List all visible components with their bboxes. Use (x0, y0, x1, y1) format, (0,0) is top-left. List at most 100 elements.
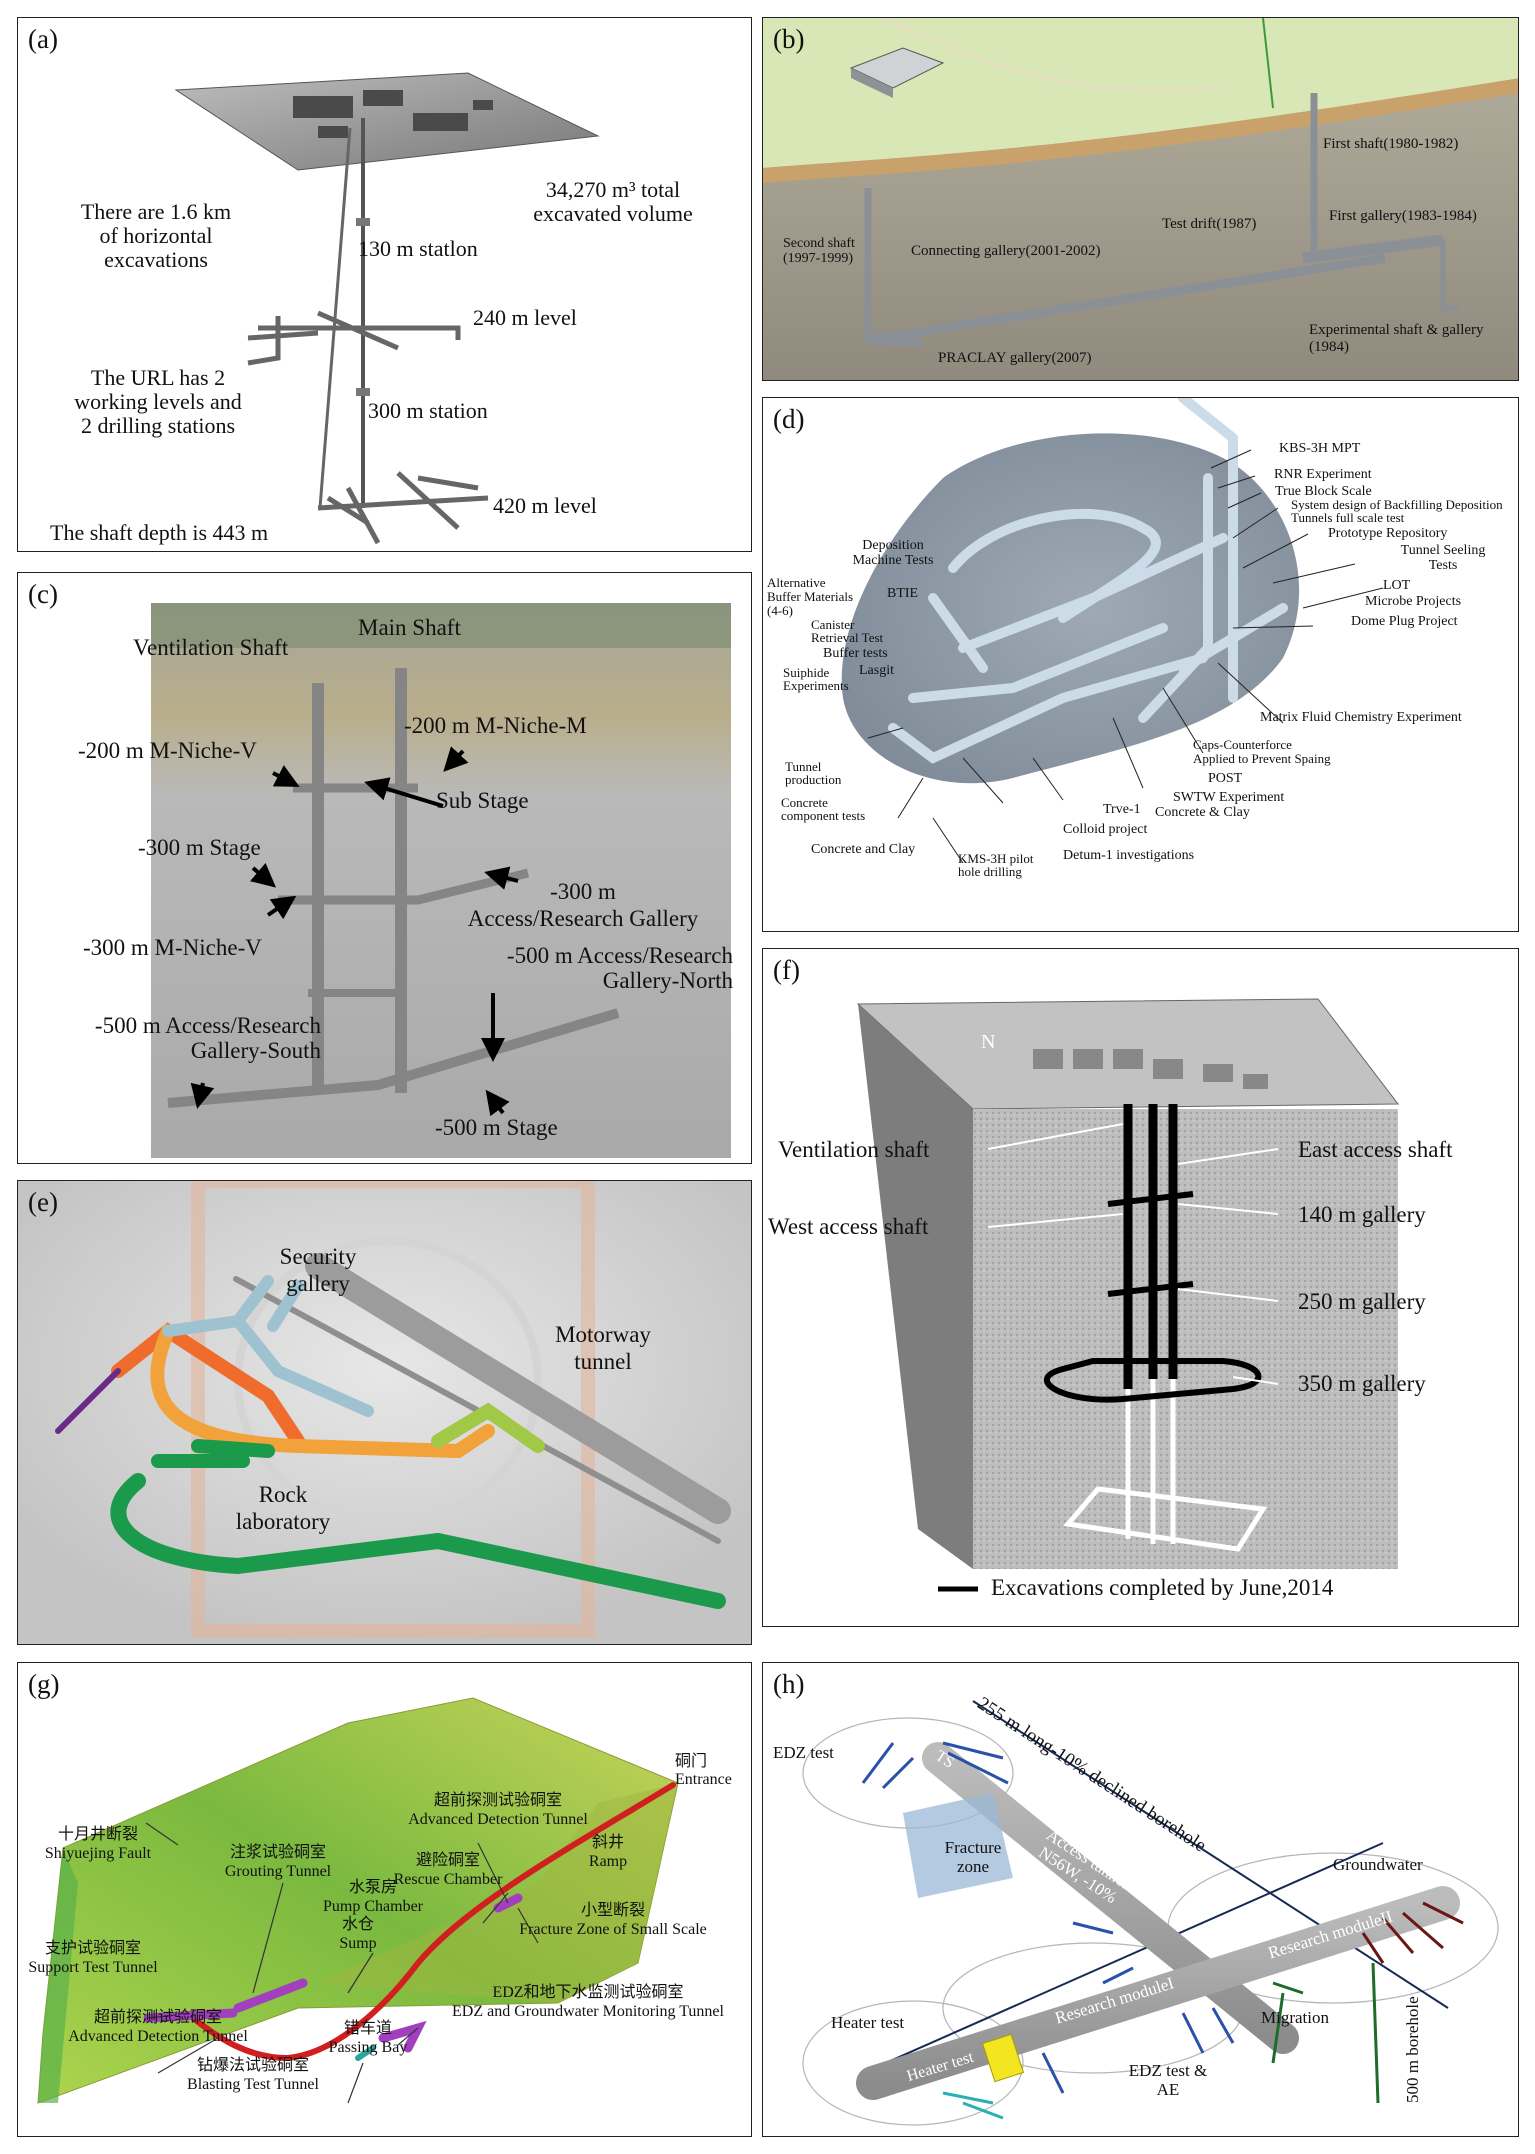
url-working-levels-label-3: 2 drilling stations (81, 413, 235, 438)
leader-lines (867, 449, 1384, 864)
panel-a: (a) There are 1.6 km of horizontal excav… (17, 17, 752, 552)
second-shaft-label-1: Second shaft (783, 236, 855, 251)
trve-1-label: Trve-1 (1103, 802, 1141, 817)
rnr-experiment-label: RNR Experiment (1274, 467, 1372, 482)
panel-label-a: (a) (28, 24, 58, 54)
sump-en: Sump (339, 1935, 377, 1952)
microbe-projects-label: Microbe Projects (1365, 594, 1462, 609)
passing-bay-en: Passing Bay (328, 2039, 408, 2056)
completed-excavations (1044, 1104, 1262, 1403)
rescue-chamber-cn: 避险硐室 (415, 1852, 480, 1869)
matrix-fluid-label: Matrix Fluid Chemistry Experiment (1260, 710, 1462, 725)
gallery-north-label-2: Gallery-North (602, 968, 733, 993)
fault-label-en: Shiyuejing Fault (44, 1845, 152, 1862)
panel-h-diagram (802, 1700, 1499, 2126)
post-label: POST (1208, 771, 1243, 786)
surface-buildings (293, 90, 493, 138)
support-test-en: Support Test Tunnel (28, 1959, 158, 1976)
experimental-shaft-label-1: Experimental shaft & gallery (1309, 322, 1484, 338)
tunnel-network (55, 1253, 731, 1609)
fracture-zone-label-2: zone (956, 1857, 990, 1876)
concrete-clay-left-label: Concrete and Clay (811, 842, 916, 857)
tunnel-seeling-label-1: Tunnel Seeling (1400, 543, 1486, 558)
panel-label-b: (b) (773, 24, 805, 54)
gallery-south-label-1: -500 m Access/Research (94, 1013, 321, 1038)
tunnel-seeling-label-2: Tests (1428, 558, 1458, 573)
panel-h: (h) 255 m long-10% declined borehole EDZ… (762, 1662, 1519, 2137)
north-arrow: N (981, 1031, 996, 1053)
test-drift-label: Test drift(1987) (1162, 216, 1257, 232)
panel-e-diagram (18, 1181, 751, 1644)
panel-g: (g) 硐门 Entrance 十月井断裂 Shiyuejing Fault 超… (17, 1662, 752, 2137)
praclay-gallery-label: PRACLAY gallery(2007) (938, 350, 1092, 366)
station-300-label: 300 m station (368, 398, 488, 423)
url-working-levels-label-2: working levels and (74, 389, 242, 414)
caps-counterforce-label-2: Applied to Prevent Spaing (1193, 751, 1331, 766)
connecting-gallery-label: Connecting gallery(2001-2002) (911, 243, 1101, 259)
tunnel-network (888, 398, 1288, 764)
colloid-project-label: Colloid project (1063, 822, 1148, 837)
heater-test-label: Heater test (831, 2013, 905, 2032)
panel-f: (f) N Ventilation shaft East access shaf… (762, 948, 1519, 1627)
fracture-zone-cn: 小型断裂 (580, 1902, 645, 1919)
sulphide-experiments-label-1: Suiphide (783, 665, 830, 680)
horizontal-excavations-label-2: of horizontal (99, 223, 213, 248)
gallery-south-label-2: Gallery-South (190, 1038, 321, 1063)
canister-retrieval-label-2: Retrieval Test (811, 630, 884, 645)
ventilation-shaft-label: Ventilation shaft (778, 1137, 930, 1162)
first-gallery-label: First gallery(1983-1984) (1329, 208, 1477, 224)
edz-test-ae-label-1: EDZ test & (1128, 2061, 1208, 2080)
leader-lines (987, 1123, 1279, 1385)
pump-chamber-en: Pump Chamber (323, 1898, 423, 1915)
panel-c-arrows (190, 746, 519, 1117)
system-design-label-1: System design of Backfilling Deposition (1291, 497, 1503, 512)
excavated-volume-label-1: 34,270 m³ total (545, 177, 681, 202)
passing-bay-cn: 错车道 (343, 2020, 392, 2037)
edz-groundwater-cn: EDZ和地下水监测试验硐室 (492, 1984, 684, 2001)
panel-label-e: (e) (28, 1187, 58, 1217)
sub-stage-label: Sub Stage (436, 788, 529, 813)
panel-a-diagram (174, 72, 600, 545)
rock-laboratory-label-1: Rock (258, 1482, 308, 1507)
tunnels (864, 93, 1458, 348)
panel-label-d: (d) (773, 404, 805, 434)
caps-counterforce-label-1: Caps-Counterforce (1193, 737, 1292, 752)
east-access-shaft-label: East access shaft (1298, 1137, 1453, 1162)
ramp-label-en: Ramp (588, 1853, 628, 1870)
canister-retrieval-label-1: Canister (811, 617, 855, 632)
detum-1-label: Detum-1 investigations (1063, 848, 1195, 863)
fracture-zone-plane (903, 1793, 1013, 1898)
edz-test-label: EDZ test (773, 1743, 834, 1762)
security-gallery-label-2: gallery (286, 1271, 350, 1296)
shaft-depth-label: The shaft depth is 443 m (50, 520, 269, 545)
excavated-volume-label-2: excavated volume (533, 201, 693, 226)
shafts-and-galleries (167, 668, 620, 1108)
entrance-label-cn: 硐门 (675, 1753, 708, 1770)
boreholes (861, 1741, 1464, 2120)
level-240-label: 240 m level (473, 305, 577, 330)
surface-plate (174, 72, 600, 171)
stage-300-label: -300 m Stage (138, 835, 261, 860)
panel-label-f: (f) (773, 955, 800, 985)
prototype-repository-label: Prototype Repository (1328, 526, 1448, 541)
support-test-cn: 支护试验硐室 (44, 1940, 141, 1957)
buffer-tests-label: Buffer tests (823, 646, 888, 661)
deposition-tests-label-2: Machine Tests (852, 553, 934, 568)
gallery-300-label-1: -300 m (550, 879, 616, 904)
blasting-test-en: Blasting Test Tunnel (187, 2076, 319, 2093)
panel-label-h: (h) (773, 1669, 805, 1699)
level-420-tunnels (317, 471, 489, 545)
rescue-chamber-en: Rescue Chamber (393, 1871, 503, 1888)
advanced-detection-lower-en: Advanced Detection Tunnel (68, 2028, 248, 2045)
gallery-140-label: 140 m gallery (1298, 1202, 1426, 1227)
tunnel-production-label-2: production (785, 772, 842, 787)
concrete-clay-right-label: Concrete & Clay (1155, 805, 1250, 820)
advanced-detection-lower-cn: 超前探测试验硐室 (93, 2009, 222, 2026)
west-access-shaft-label: West access shaft (768, 1214, 929, 1239)
deposition-tests-label-1: Deposition (862, 538, 924, 553)
entrance-label-en: Entrance (675, 1771, 732, 1788)
alternative-buffer-label-1: Alternative (767, 575, 826, 590)
sump-cn: 水仓 (341, 1916, 374, 1933)
ventilation-shaft-label: Ventilation Shaft (133, 635, 289, 660)
fault-label-cn: 十月井断裂 (57, 1826, 138, 1843)
